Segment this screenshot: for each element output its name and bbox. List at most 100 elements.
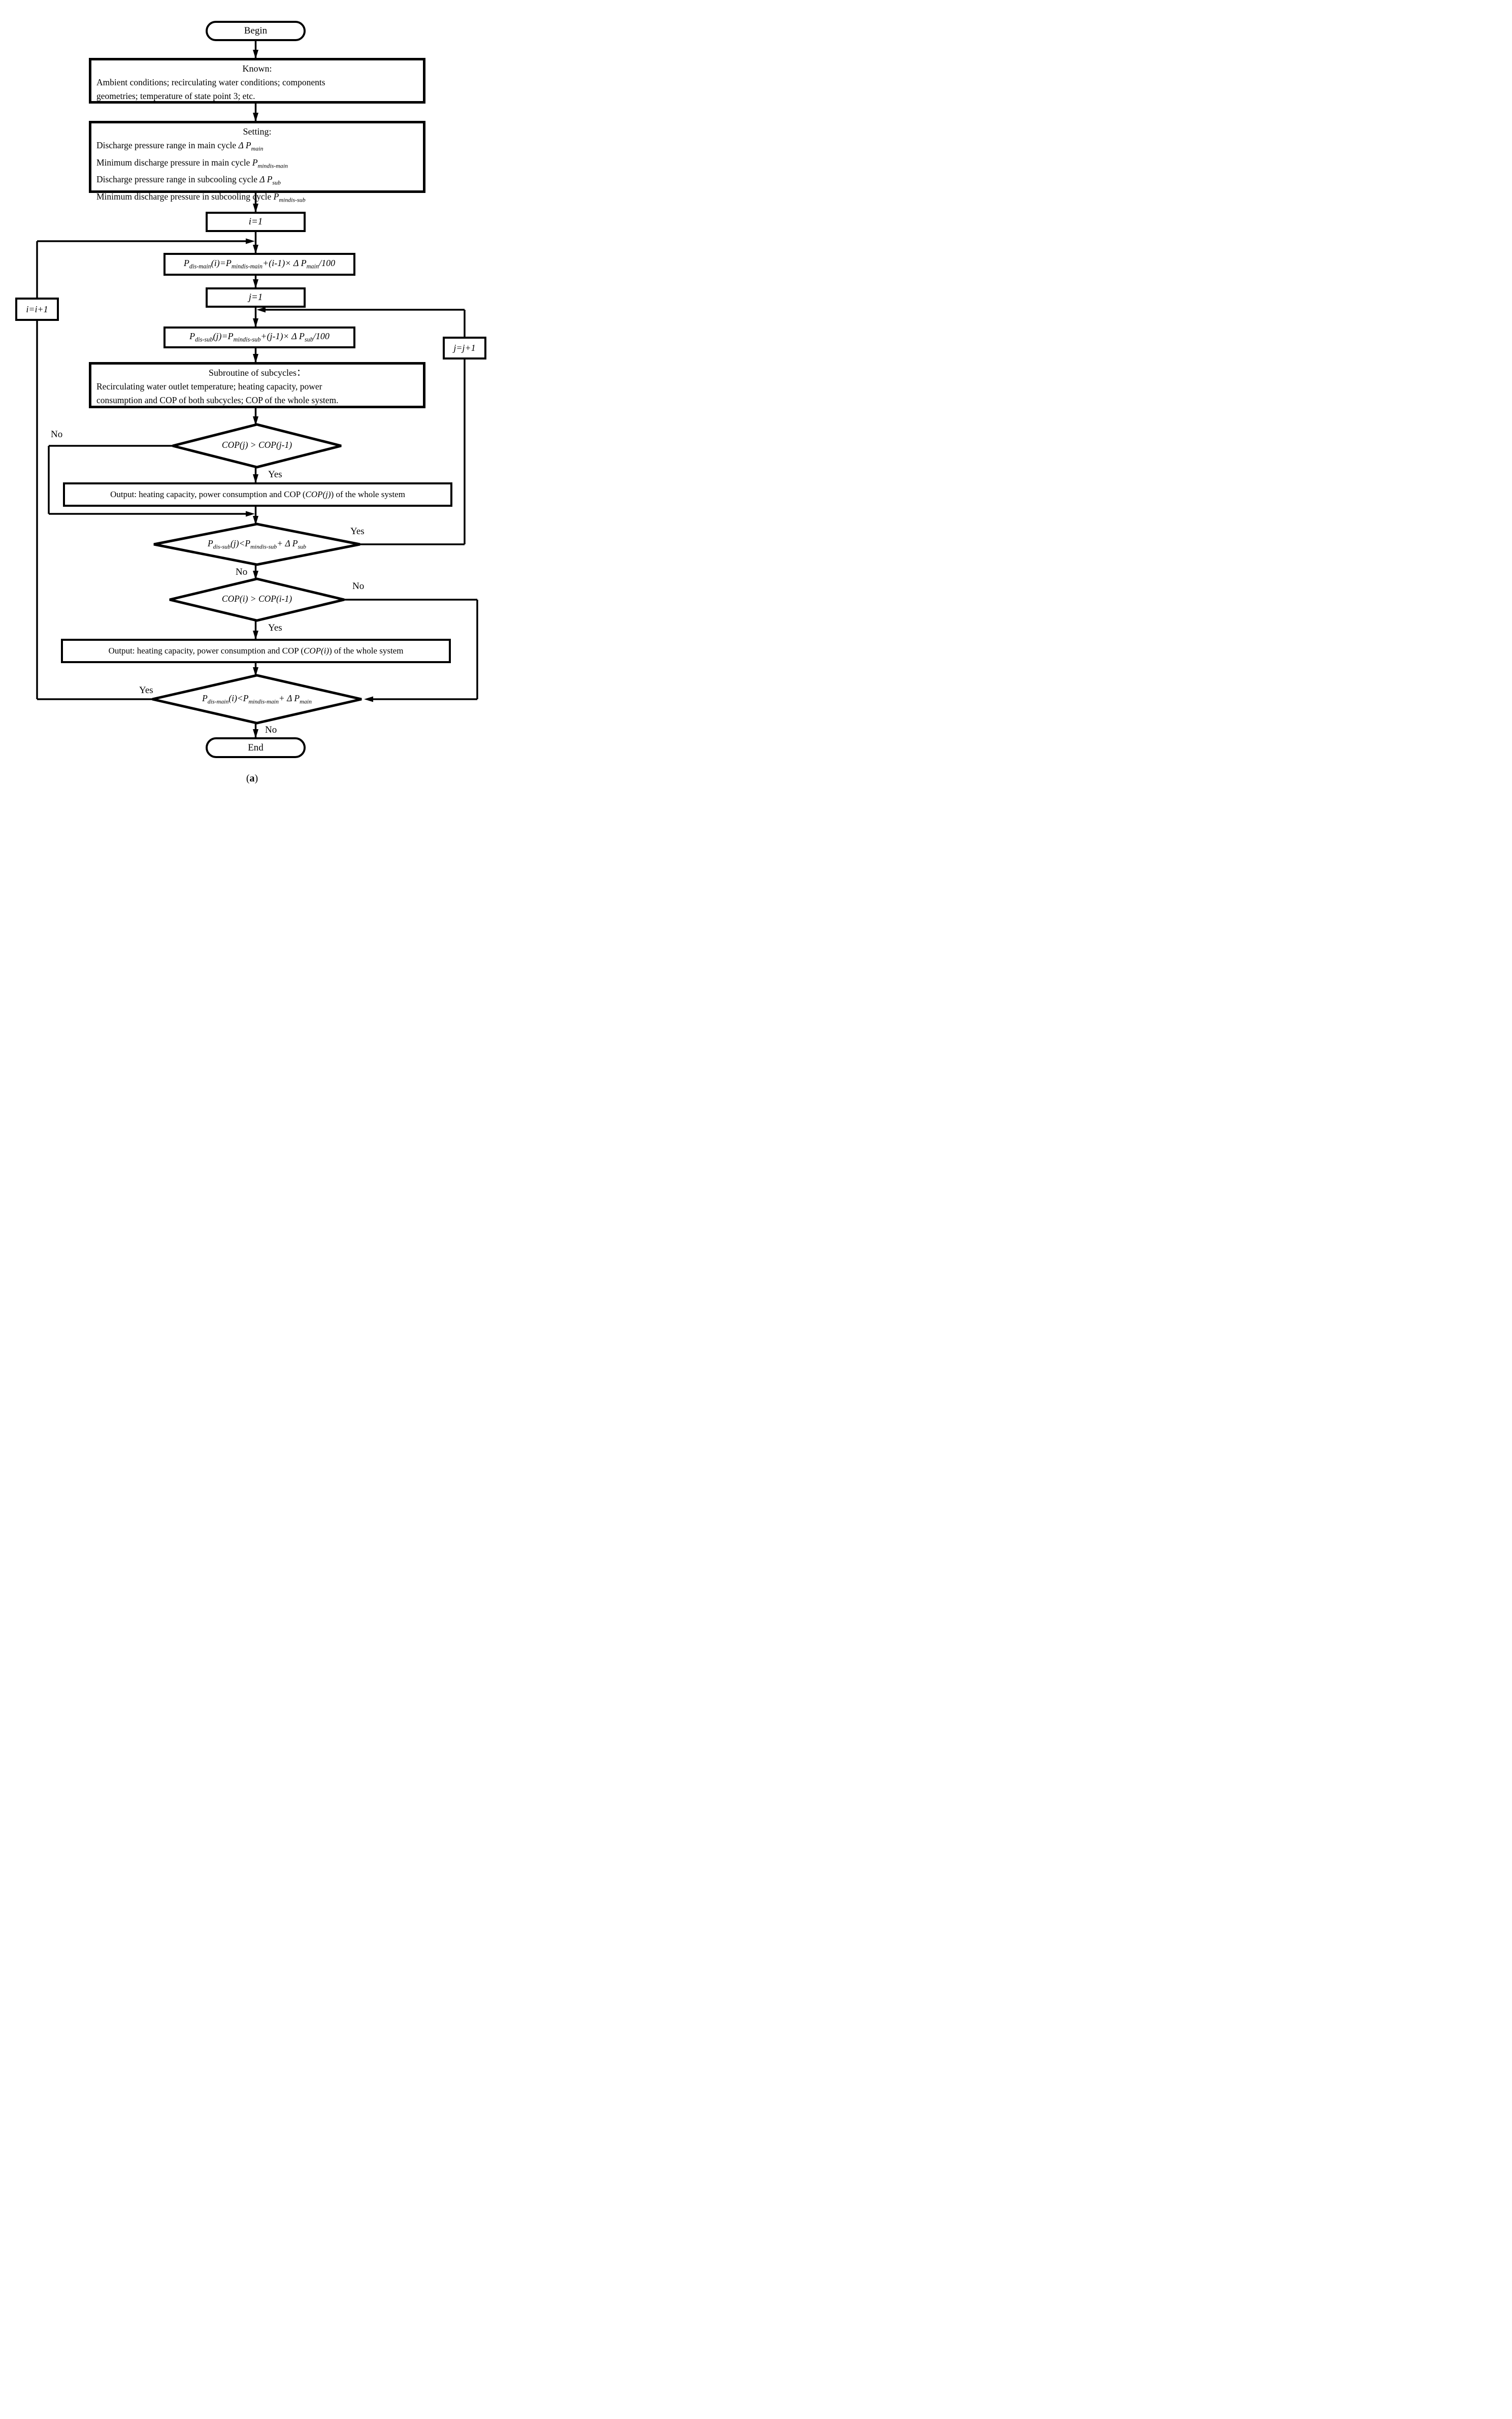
setting-title: Setting: [243, 126, 272, 137]
setting-line-1-var: Δ P [238, 140, 251, 150]
arrowhead-into-known [253, 50, 258, 59]
pdissub-sub3: sub [304, 336, 313, 343]
line-psub-yes-loop [360, 310, 466, 545]
setting-line-3: Discharge pressure range in subcooling c… [96, 173, 418, 190]
end-label: End [248, 742, 264, 753]
pdissub-part4: /100 [313, 331, 330, 342]
setting-line-4-text: Minimum discharge pressure in subcooling… [96, 191, 274, 202]
arrowhead-into-setting [253, 113, 258, 122]
arrowhead-into-dpsub [253, 516, 258, 525]
output-j-text: Output: heating capacity, power consumpt… [110, 489, 405, 500]
setting-line-1: Discharge pressure range in main cycle Δ… [96, 139, 418, 156]
arrowhead-into-end [253, 729, 258, 738]
setting-line-3-var: Δ P [259, 174, 273, 184]
pdismain-formula-box: Pdis-main(i)=Pmindis-main+(i-1)× Δ Pmain… [163, 253, 355, 276]
pdismain-sub1: dis-main [189, 263, 211, 270]
copj-no-label: No [51, 429, 63, 440]
output-i-post: ) of the whole system [329, 646, 404, 656]
subroutine-line-1: Recirculating water outlet temperature; … [96, 381, 322, 391]
setting-line-1-text: Discharge pressure range in main cycle [96, 140, 239, 150]
figure-caption: (a) [0, 773, 504, 784]
dpsub-part1: P [207, 538, 213, 548]
flowchart-connectors [36, 41, 478, 738]
dpsub-sub2: mindis-sub [250, 543, 277, 550]
subroutine-line-2: consumption and COP of both subcycles; C… [96, 395, 339, 405]
setting-line-3-text: Discharge pressure range in subcooling c… [96, 174, 260, 184]
pdissub-part1: P [189, 331, 195, 342]
caption-open-paren: ( [246, 773, 250, 784]
begin-label: Begin [244, 25, 268, 36]
subroutine-title: Subroutine of subcycles： [209, 368, 306, 378]
arrowhead-into-dcopi [253, 571, 258, 580]
line-copi-no-loop [344, 599, 478, 700]
dpmain-sub3: main [300, 698, 312, 705]
diamond-psub-shape [153, 522, 360, 566]
arrowhead-into-pmain [253, 245, 258, 254]
end-terminal: End [206, 737, 306, 758]
known-line-2: geometries; temperature of state point 3… [96, 91, 255, 101]
flowchart-canvas: Begin Known: Ambient conditions; recircu… [0, 0, 504, 806]
caption-letter: a [249, 773, 255, 784]
setting-line-4-var: P [273, 191, 279, 202]
arrowhead-into-dcopj [253, 416, 258, 426]
output-j-post: ) of the whole system [331, 489, 405, 499]
output-j-pre: Output: heating capacity, power consumpt… [110, 489, 306, 499]
pdissub-part3: +(j-1)× Δ P [260, 331, 305, 342]
known-title: Known: [242, 63, 272, 74]
arrowhead-into-outputi [253, 631, 258, 640]
setting-line-2: Minimum discharge pressure in main cycle… [96, 156, 418, 173]
output-j-var: COP(j) [305, 489, 331, 499]
diamond-copj-label: COP(j) > COP(j-1) [221, 440, 292, 450]
pmain-yes-label: Yes [139, 685, 153, 696]
i-init-box: i=1 [206, 212, 306, 232]
pdismain-formula: Pdis-main(i)=Pmindis-main+(i-1)× Δ Pmain… [184, 258, 335, 271]
dpmain-part2: (i)<P [228, 693, 249, 703]
output-j-box: Output: heating capacity, power consumpt… [63, 482, 452, 507]
decision-diamonds [152, 423, 362, 725]
diamond-pmain-shape [152, 674, 362, 725]
pdissub-sub2: mindis-sub [233, 336, 261, 343]
dpmain-sub1: dis-main [207, 698, 229, 705]
psub-yes-label: Yes [350, 526, 365, 537]
setting-box: Setting: Discharge pressure range in mai… [89, 121, 425, 203]
pdissub-formula: Pdis-sub(j)=Pmindis-sub+(j-1)× Δ Psub/10… [189, 331, 330, 344]
psub-no-label: No [236, 567, 248, 577]
dpsub-sub3: sub [298, 543, 307, 550]
j-init-box: j=1 [206, 287, 306, 308]
pdismain-part3: +(i-1)× Δ P [262, 258, 307, 269]
known-box: Known: Ambient conditions; recirculating… [89, 58, 425, 104]
dpsub-part2: (j)<P [231, 538, 251, 548]
arrowhead-into-iinit [253, 204, 258, 213]
setting-line-2-sub: mindis-main [257, 162, 288, 169]
pdismain-sub2: mindis-main [231, 263, 263, 270]
dpsub-sub1: dis-sub [213, 543, 231, 550]
setting-line-2-text: Minimum discharge pressure in main cycle [96, 157, 252, 168]
diamond-pmain-label: Pdis-main(i)<Pmindis-main+ Δ Pmain [166, 693, 348, 706]
copj-yes-label: Yes [268, 469, 282, 480]
i-init-label: i=1 [248, 216, 263, 227]
subroutine-box: Subroutine of subcycles： Recirculating w… [89, 362, 425, 408]
setting-line-2-var: P [252, 157, 258, 168]
dpmain-sub2: mindis-main [248, 698, 279, 705]
arrowhead-jloop-join [256, 307, 266, 313]
arrowhead-copi-no-join [364, 696, 373, 702]
output-i-text: Output: heating capacity, power consumpt… [109, 646, 404, 656]
output-i-var: COP(i) [304, 646, 330, 656]
dpmain-part1: P [202, 693, 208, 703]
setting-line-4: Minimum discharge pressure in subcooling… [96, 190, 418, 207]
pdismain-part1: P [183, 258, 189, 269]
setting-line-3-sub: sub [272, 179, 281, 186]
pdismain-part2: (i)=P [211, 258, 232, 269]
j-increment-label: j=j+1 [453, 343, 476, 353]
caption-close-paren: ) [254, 773, 258, 784]
i-increment-label: i=i+1 [26, 304, 48, 314]
output-i-pre: Output: heating capacity, power consumpt… [108, 646, 304, 656]
pdissub-formula-box: Pdis-sub(j)=Pmindis-sub+(j-1)× Δ Psub/10… [163, 326, 355, 348]
arrowheads [246, 50, 373, 738]
arrowhead-into-psub [253, 318, 258, 328]
diamond-copi-shape [169, 577, 345, 622]
diamond-psub-label: Pdis-sub(j)<Pmindis-sub+ Δ Psub [166, 538, 348, 551]
arrowhead-into-outputj [253, 474, 258, 483]
line-copj-no-loop [48, 445, 251, 515]
arrowhead-iloop-join [246, 238, 255, 244]
